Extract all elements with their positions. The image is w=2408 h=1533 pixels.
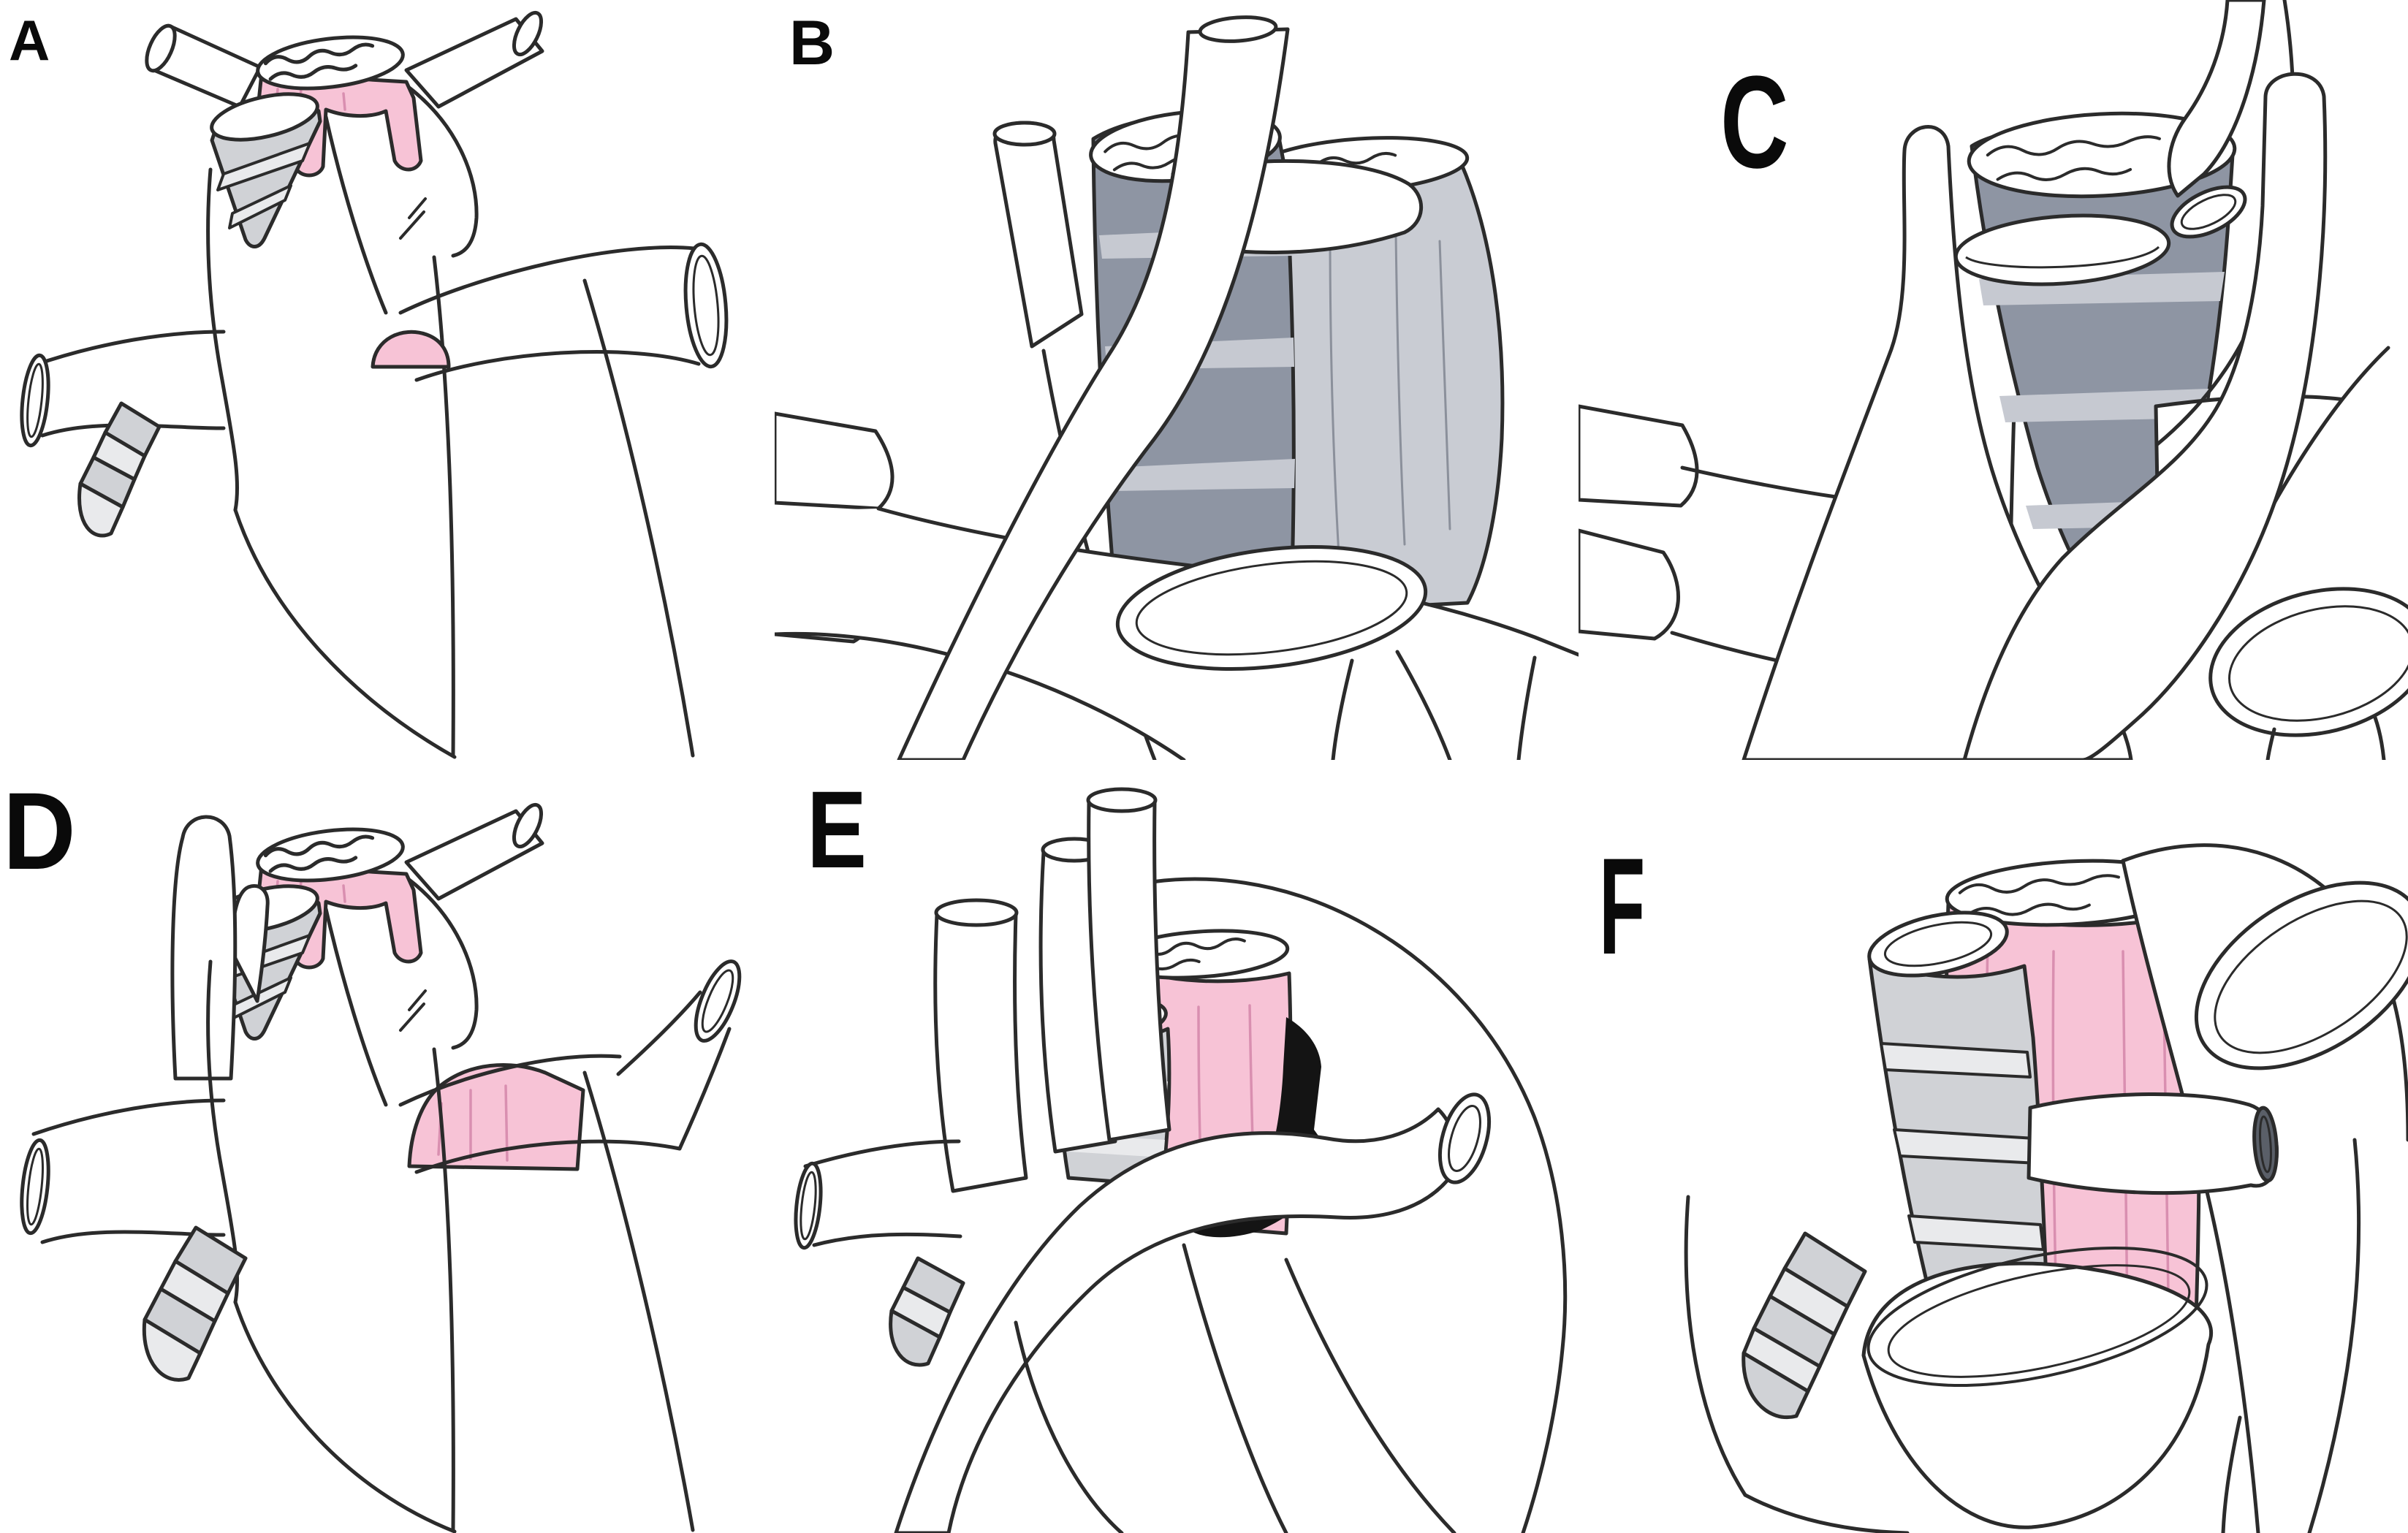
panel-f <box>1579 760 2408 1533</box>
panel-f-illustration <box>1684 843 2408 1533</box>
large-aortic-cut-opening <box>2121 843 2408 1533</box>
heart <box>399 85 479 258</box>
trachea-stump-gray <box>210 92 322 248</box>
large-pulmonary-cut-opening <box>1861 1246 2214 1529</box>
branch-vessel-fork <box>1742 72 2328 760</box>
panel-b <box>775 0 1579 760</box>
arch-branch-tubes-cut <box>933 787 1171 1193</box>
panel-c-illustration <box>1579 0 2408 760</box>
aortic-arch <box>894 1092 1492 1533</box>
left-pulmonary-artery-stump <box>20 1098 226 1244</box>
right-vessel-cut-opening <box>683 242 729 369</box>
carotid-stump <box>992 121 1084 349</box>
right-vessel-cut-opening <box>1437 1092 1492 1184</box>
bronchial-ring-stump <box>77 401 162 538</box>
panel-a <box>0 0 775 760</box>
bronchial-ring-stump <box>1742 1231 1867 1420</box>
heart <box>399 878 479 1050</box>
right-vessel-cut-opening <box>616 959 742 1151</box>
panel-c <box>1579 0 2408 760</box>
heart-dome <box>1116 877 1568 1533</box>
panel-label-f: F <box>1599 829 1646 983</box>
panel-label-e: E <box>807 768 867 891</box>
panel-label-b: B <box>789 8 835 78</box>
large-cut-vessel-opening <box>2208 330 2408 760</box>
bronchial-ring-stump <box>889 1256 965 1367</box>
panel-e <box>775 760 1579 1533</box>
esophagus-window-pink <box>407 1062 585 1171</box>
esophagus-window-pink <box>371 330 451 369</box>
descending-vessel-lines <box>1014 1243 1456 1533</box>
innominate-vessel <box>897 15 1290 760</box>
ascending-vessel-finger <box>170 815 270 1081</box>
aortic-arch <box>206 115 701 759</box>
panel-d-illustration <box>20 802 742 1533</box>
bronchial-ring-stump <box>142 1225 248 1382</box>
large-cut-vessel-opening <box>1115 544 1452 760</box>
aortic-arch <box>206 907 695 1533</box>
upper-left-vessel-stump <box>145 23 262 109</box>
panel-label-a: A <box>9 8 50 72</box>
upper-right-vessel-stump <box>404 10 544 109</box>
panel-b-illustration <box>775 15 1579 760</box>
heart-contour <box>1684 1195 2242 1533</box>
panel-d <box>0 760 775 1533</box>
upper-right-vessel-stump <box>404 802 544 901</box>
esophagus-stump-opening <box>1953 213 2171 286</box>
panel-label-d: D <box>3 769 76 892</box>
panel-a-illustration <box>20 10 729 759</box>
crossing-vessel-cut <box>2027 1092 2279 1195</box>
panel-e-illustration <box>794 787 1568 1533</box>
panel-label-c: C <box>1720 49 1789 196</box>
left-pulmonary-artery-stump <box>794 1139 962 1250</box>
